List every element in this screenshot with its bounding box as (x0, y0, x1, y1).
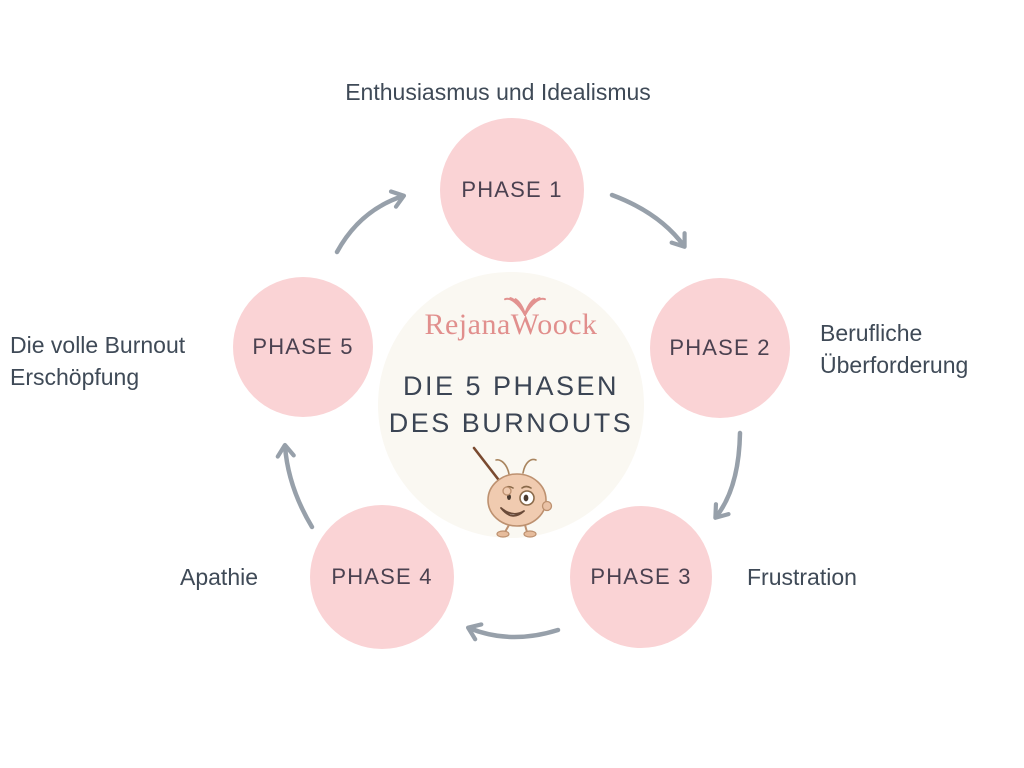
arrow-phase4-to-phase5 (275, 442, 315, 530)
arrow-phase3-to-phase4 (465, 622, 561, 642)
phase1-name: PHASE 1 (461, 177, 563, 202)
phase3-circle: PHASE 3 (570, 506, 712, 648)
phase1-circle: PHASE 1 (440, 118, 584, 262)
arrow-phase5-to-phase1 (334, 189, 407, 255)
wing-w-icon (503, 297, 546, 316)
brand-part1: Rejana (424, 308, 511, 341)
arrow-phase1-to-phase2 (609, 192, 687, 249)
diagram-title: DIE 5 PHASEN DES BURNOUTS (388, 371, 634, 438)
brand-part2-wrap: Woock (503, 297, 598, 342)
phase4-circle: PHASE 4 (310, 505, 454, 649)
arrow-phase2-to-phase3 (713, 430, 743, 520)
phase3-label: Frustration (747, 564, 857, 590)
phase4-label: Apathie (180, 564, 259, 590)
phase2-circle: PHASE 2 (650, 278, 790, 418)
phase2-label: Berufliche Überforderung (820, 320, 969, 378)
phase2-name: PHASE 2 (669, 335, 771, 360)
phase5-name: PHASE 5 (252, 334, 354, 359)
phase1-label: Enthusiasmus und Idealismus (345, 79, 651, 105)
mascot-character-icon (472, 446, 553, 538)
phase3-name: PHASE 3 (590, 564, 692, 589)
phase4-name: PHASE 4 (331, 564, 433, 589)
phase5-circle: PHASE 5 (233, 277, 373, 417)
phase5-label: Die volle Burnout Erschöpfung (10, 332, 186, 390)
